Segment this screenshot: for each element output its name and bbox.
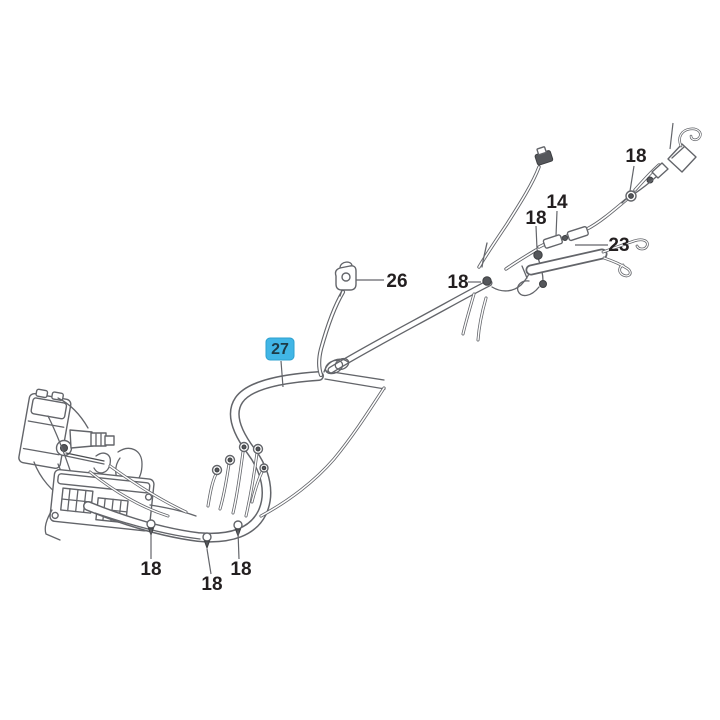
- callout-18-mid: 18: [525, 208, 546, 229]
- inline-sleeve-23: [566, 225, 589, 242]
- callouts: 18 14 18 23 26 18 18 18 18: [140, 146, 646, 595]
- bolt-markers: [146, 190, 637, 550]
- cropped-leader-line: [669, 122, 674, 150]
- inline-fuse-14: [542, 234, 563, 249]
- callout-26: 26: [386, 271, 407, 292]
- callout-18-cluster: 18: [447, 272, 468, 293]
- upper-box: [18, 388, 72, 470]
- cluster-connector-stud: [539, 280, 547, 288]
- bracket-arm: [69, 429, 94, 449]
- pin-rod: [65, 452, 105, 462]
- terminal-wires: [206, 441, 269, 518]
- callout-18-bottom-left: 18: [140, 559, 161, 580]
- junction-coil: [323, 357, 350, 375]
- center-cluster: [461, 242, 547, 342]
- bolt-cluster-left: [482, 276, 492, 286]
- bolt-pin-bottom-mid: [202, 532, 212, 550]
- ring-terminal: [211, 441, 269, 476]
- callout-14: 14: [546, 192, 568, 213]
- callout-23: 23: [608, 235, 629, 256]
- arm-connector-tip: [104, 435, 115, 446]
- upper-right-branch: [633, 122, 702, 195]
- upper-connector-branch: [477, 146, 554, 269]
- main-harness: [83, 279, 493, 543]
- badge-27-label: 27: [271, 341, 289, 358]
- callout-18-bottom-mid: 18: [201, 574, 222, 595]
- highlight-badge-27[interactable]: 27: [265, 337, 295, 388]
- clip-upper-right: [621, 190, 637, 204]
- bolt-cluster-mid: [533, 250, 543, 260]
- callout-18-bottom-right: 18: [230, 559, 251, 580]
- badge-27-background[interactable]: [265, 337, 295, 361]
- top-right-connector: [667, 143, 697, 173]
- cable-loop-small: [93, 452, 111, 474]
- stub-tube-bottom: [324, 378, 386, 390]
- cable-rod-23: [521, 238, 649, 279]
- arm-connector: [90, 432, 107, 447]
- connector-26: [334, 261, 357, 297]
- connector-hook-wire: [678, 127, 702, 148]
- stub-tube-top: [325, 370, 385, 381]
- droop-wire: [259, 386, 386, 518]
- rod-hook-lower: [602, 256, 632, 278]
- callout-18-upper-right: 18: [625, 146, 646, 167]
